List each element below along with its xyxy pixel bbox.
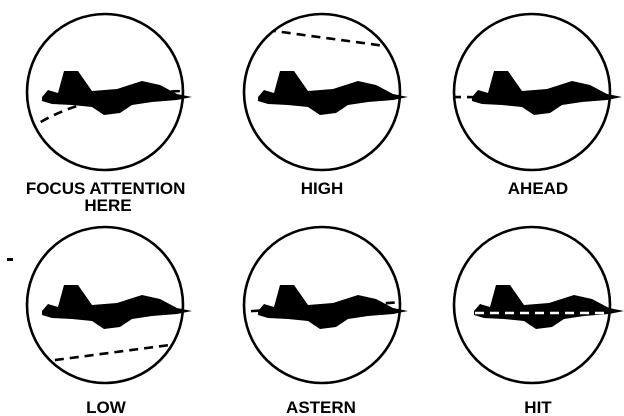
panel-label: ASTERN bbox=[286, 398, 356, 416]
panel-label: HIT bbox=[524, 398, 552, 416]
panel-focus: FOCUS ATTENTION HERE bbox=[26, 14, 192, 215]
panel-label: LOW bbox=[86, 398, 127, 416]
margin-mark bbox=[7, 258, 13, 261]
panel-hit: HIT bbox=[454, 227, 624, 416]
panel-label: FOCUS ATTENTION HERE bbox=[26, 179, 190, 215]
panel-high: HIGH bbox=[244, 14, 408, 198]
panel-label: AHEAD bbox=[508, 179, 568, 198]
panel-low: LOW bbox=[27, 227, 192, 416]
panel-label: HIGH bbox=[301, 179, 344, 198]
panel-ahead: AHEAD bbox=[452, 14, 622, 198]
panel-astern: ASTERN bbox=[236, 227, 408, 416]
